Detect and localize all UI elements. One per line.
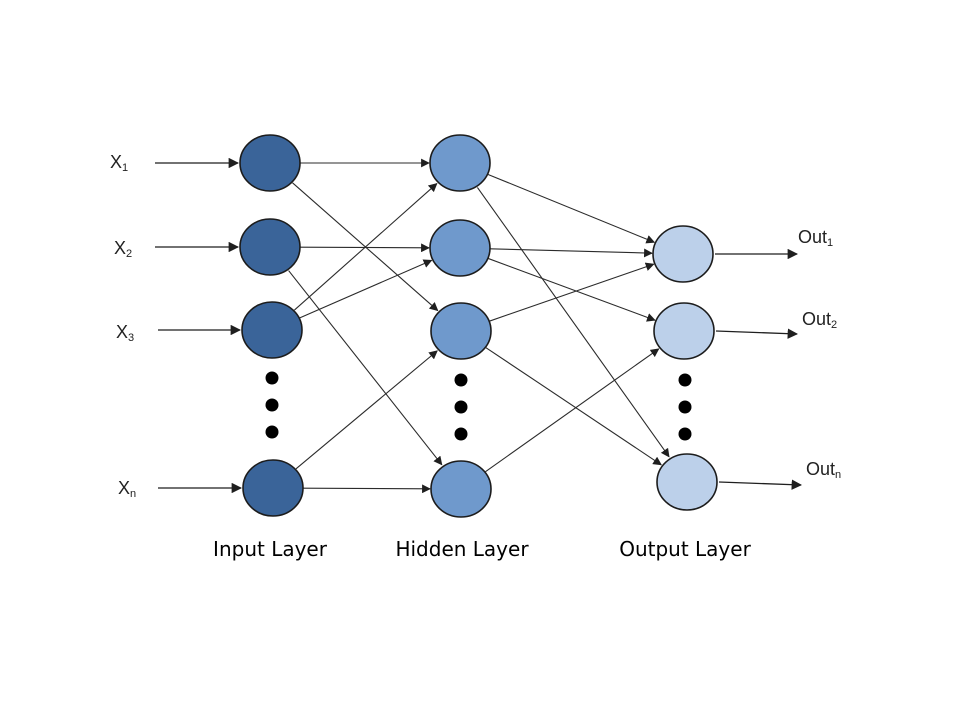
- input-ellipsis-dot-2: [265, 398, 279, 412]
- hidden-ellipsis-dot-3: [454, 427, 468, 441]
- edge-input3-hidden2: [299, 259, 433, 319]
- output-arrow-3: [718, 479, 803, 490]
- hidden-node-1: [429, 134, 491, 192]
- edge-hidden1-output3: [476, 187, 670, 458]
- input-ellipsis-dot-1: [265, 371, 279, 385]
- hidden-node-4: [430, 460, 492, 518]
- input-node-1: [239, 134, 301, 192]
- edge-hidden4-output2: [485, 348, 660, 473]
- hidden-node-3: [430, 302, 492, 360]
- io-arrows-group: [155, 157, 803, 494]
- output-label-out1: Out1: [798, 227, 833, 249]
- output-label-outn: Outn: [806, 459, 841, 481]
- hidden-ellipsis-dot-1: [454, 373, 468, 387]
- input-node-3: [241, 301, 303, 359]
- ellipsis-dots-group: [265, 371, 692, 441]
- layer-label-output: Output Layer: [619, 537, 751, 561]
- hidden-ellipsis-dot-2: [454, 400, 468, 414]
- input-label-x3: X3: [116, 322, 134, 344]
- output-ellipsis-dot-2: [678, 400, 692, 414]
- output-node-2: [653, 302, 715, 360]
- edge-hidden3-output3: [485, 347, 662, 466]
- output-label-out2: Out2: [802, 309, 837, 331]
- nodes-group: [239, 134, 718, 518]
- output-node-1: [652, 225, 714, 283]
- input-label-xn: Xn: [118, 478, 136, 500]
- edge-hidden1-output1: [487, 173, 656, 244]
- edge-hidden2-output2: [487, 257, 656, 322]
- hidden-node-2: [429, 219, 491, 277]
- connections-group: [288, 158, 670, 494]
- edge-hidden3-output1: [489, 262, 655, 322]
- edge-input4-hidden4: [302, 484, 431, 494]
- input-node-2: [239, 218, 301, 276]
- input-node-4: [242, 459, 304, 517]
- output-arrow-2: [715, 328, 799, 339]
- layer-label-input: Input Layer: [213, 537, 328, 561]
- input-ellipsis-dot-3: [265, 425, 279, 439]
- layer-label-hidden: Hidden Layer: [395, 537, 529, 561]
- output-ellipsis-dot-3: [678, 427, 692, 441]
- input-label-x1: X1: [110, 152, 128, 174]
- edge-input2-hidden4: [288, 270, 443, 466]
- edge-hidden2-output1: [489, 248, 653, 258]
- input-label-x2: X2: [114, 238, 132, 260]
- output-node-3: [656, 453, 718, 511]
- output-ellipsis-dot-1: [678, 373, 692, 387]
- edge-input3-hidden1: [294, 183, 438, 311]
- edge-input4-hidden3: [295, 350, 438, 470]
